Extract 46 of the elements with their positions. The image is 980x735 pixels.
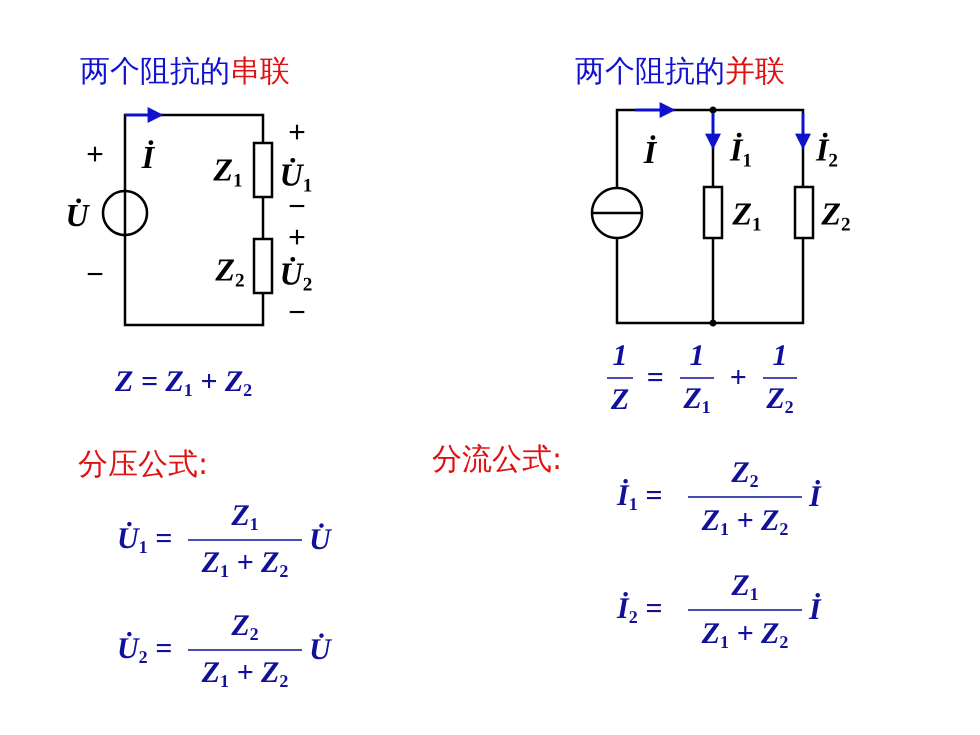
formula-term: Z = Z$_{1}$ + Z$_{2}$ (115, 366, 252, 400)
formula-term: U̇ (309, 525, 331, 555)
formula-term: İ (809, 482, 821, 512)
formula-term: + (729, 363, 747, 393)
formula-heading: 分压公式: (78, 450, 208, 480)
circuit-label: U̇$_{2}$ (280, 258, 312, 294)
circuit-label: Z$_{1}$ (213, 154, 243, 190)
formula-term: U̇$_{1}$ = (117, 524, 172, 556)
circuit-label: U̇ (65, 199, 89, 231)
circuit-label: Z$_{2}$ (215, 254, 245, 290)
circuit-label: Z$_{1}$ (732, 198, 762, 234)
formula-term: U̇$_{2}$ = (117, 634, 172, 666)
formula-term: İ$_{2}$ = (617, 594, 662, 626)
formula-term: 1 (690, 341, 704, 371)
formula-term: İ$_{1}$ = (617, 480, 662, 514)
polarity-sign: + (86, 140, 104, 170)
formula-term: 1 (772, 341, 788, 371)
heading: 串联 (230, 57, 290, 87)
formula-term: Z$_{1}$ (231, 500, 259, 534)
formula-term: Z (610, 385, 630, 415)
formula-term: Z$_{1}$ (731, 570, 759, 604)
formula-term: Z$_{1}$ + Z$_{2}$ (202, 658, 288, 690)
polarity-sign: − (86, 260, 104, 290)
formula-term: = (646, 363, 664, 393)
polarity-sign: − (288, 298, 306, 328)
circuit-label: İ (644, 136, 656, 168)
circuit-label: Z$_{2}$ (821, 198, 851, 234)
formula-term: U̇ (309, 635, 331, 665)
formula-term: Z$_{2}$ (731, 458, 759, 490)
circuit-label: İ$_{1}$ (730, 134, 752, 170)
formula-term: Z$_{1}$ + Z$_{2}$ (702, 506, 788, 538)
formula-term: 1 (612, 341, 628, 371)
heading: 并联 (725, 57, 785, 87)
polarity-sign: + (288, 223, 306, 253)
formula-term: Z$_{2}$ (231, 610, 259, 644)
formula-term: Z$_{2}$ (766, 384, 794, 416)
polarity-sign: + (288, 118, 306, 148)
formula-term: Z$_{1}$ + Z$_{2}$ (202, 548, 288, 580)
formula-term: İ (809, 595, 821, 625)
formula-heading: 分流公式: (432, 445, 562, 475)
heading: 两个阻抗的 (80, 57, 230, 87)
circuit-label: İ (142, 141, 154, 173)
heading: 两个阻抗的 (575, 57, 725, 87)
formula-term: Z$_{1}$ + Z$_{2}$ (702, 618, 788, 652)
circuit-label: İ$_{2}$ (816, 134, 838, 170)
formula-term: Z$_{1}$ (683, 384, 711, 416)
